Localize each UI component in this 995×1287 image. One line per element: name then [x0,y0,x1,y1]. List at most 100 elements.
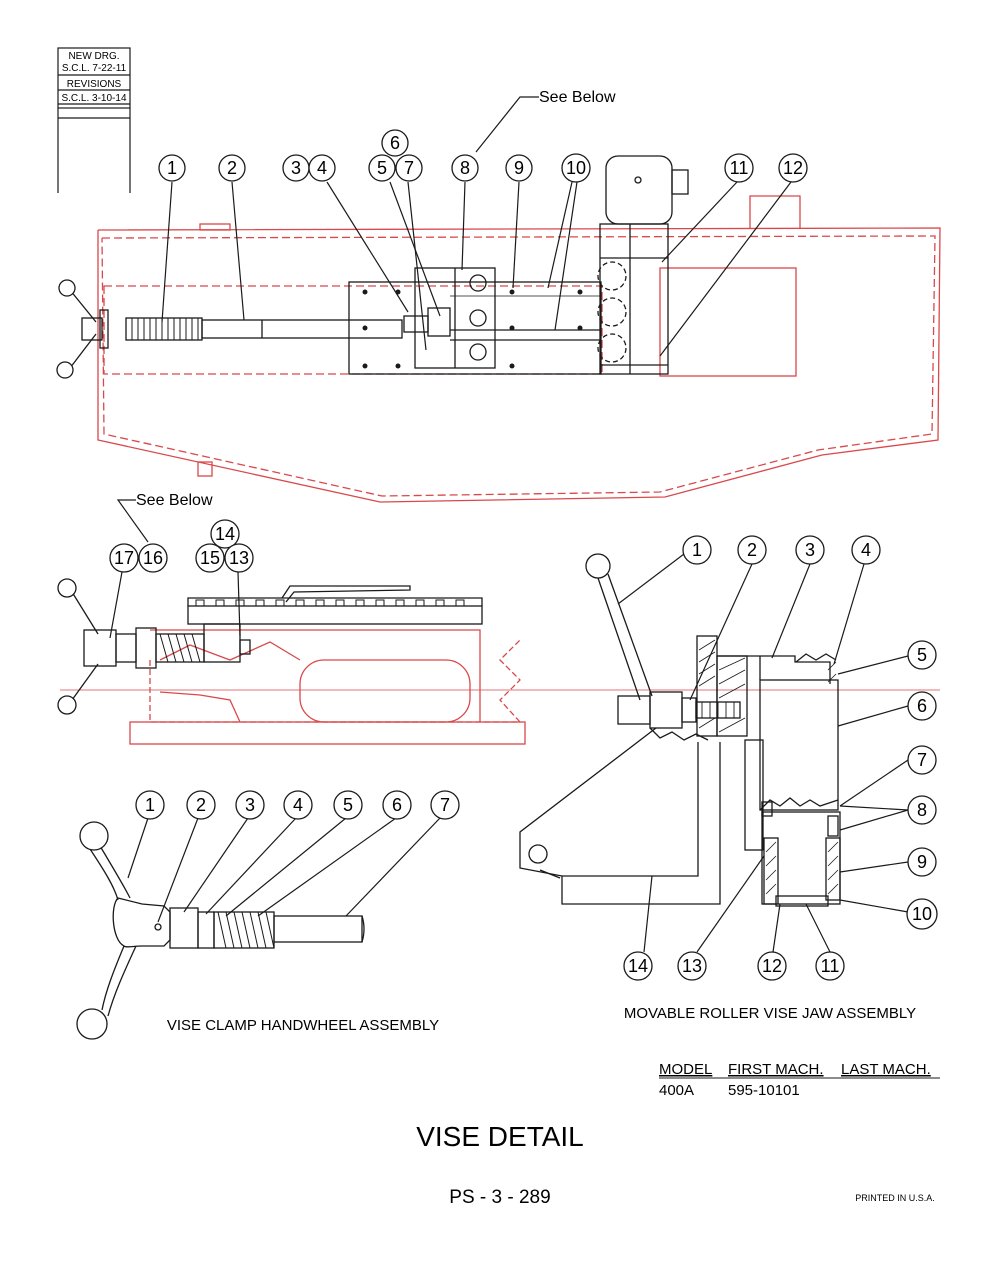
svg-text:7: 7 [404,158,414,178]
svg-text:3: 3 [245,795,255,815]
svg-text:4: 4 [317,158,327,178]
top-callout-11: 11 [724,153,754,183]
wheel-callout-5: 5 [333,790,363,820]
top-view-leaders [161,96,792,357]
svg-text:6: 6 [917,696,927,716]
roller-jaw-drawing [519,553,841,907]
clamp-callout-17: 17 [109,543,139,573]
svg-text:16: 16 [143,548,163,568]
wheel-callout-1: 1 [135,790,165,820]
top-view-see-below: See Below [539,89,616,106]
top-view-callouts: 1 2 3 4 5 6 7 8 9 10 11 12 [158,129,808,183]
wheel-callout-2: 2 [186,790,216,820]
revision-row-3: REVISIONS [67,79,122,90]
jaw-callout-6: 6 [907,691,937,721]
jaw-callout-11: 11 [815,951,845,981]
jaw-callout-14: 14 [623,951,653,981]
jaw-callout-12: 12 [757,951,787,981]
roller-jaw-callouts: 1 2 3 4 5 6 7 8 9 10 11 12 13 14 [623,535,938,981]
revision-row-2: S.C.L. 7-22-11 [62,63,127,74]
clamp-callout-15: 15 [195,543,225,573]
svg-text:13: 13 [682,956,702,976]
revision-block [57,47,131,193]
top-callout-3: 3 [282,154,310,182]
top-callout-4: 4 [308,154,336,182]
jaw-callout-3: 3 [795,535,825,565]
svg-text:17: 17 [114,548,134,568]
roller-jaw-caption: MOVABLE ROLLER VISE JAW ASSEMBLY [624,1005,916,1022]
jaw-callout-8: 8 [907,795,937,825]
top-callout-6: 6 [381,129,409,157]
top-callout-10: 10 [561,153,591,183]
svg-text:15: 15 [200,548,220,568]
wheel-callout-6: 6 [382,790,412,820]
wheel-callout-7: 7 [430,790,460,820]
top-callout-1: 1 [158,154,186,182]
top-callout-12: 12 [778,153,808,183]
handwheel-leaders [127,817,441,923]
top-callout-2: 2 [218,154,246,182]
svg-text:1: 1 [692,540,702,560]
handwheel-drawing [76,821,365,1040]
jaw-callout-13: 13 [677,951,707,981]
handwheel-caption: VISE CLAMP HANDWHEEL ASSEMBLY [167,1017,439,1034]
wheel-callout-3: 3 [235,790,265,820]
model-header: MODEL [659,1061,712,1078]
clamp-view-see-below: See Below [136,492,213,509]
clamp-callout-16: 16 [138,543,168,573]
clamp-view-components [57,578,483,715]
svg-text:9: 9 [917,852,927,872]
svg-text:13: 13 [229,548,249,568]
revision-row-4: S.C.L. 3-10-14 [61,93,126,104]
top-view-frame [97,195,941,503]
page-number: PS - 3 - 289 [449,1187,550,1208]
last-mach-header: LAST MACH. [841,1061,931,1078]
page-title: VISE DETAIL [416,1121,584,1152]
jaw-callout-5: 5 [907,640,937,670]
svg-text:5: 5 [377,158,387,178]
svg-text:12: 12 [762,956,782,976]
clamp-callout-14: 14 [210,519,240,549]
printed-in-usa: PRINTED IN U.S.A. [855,1193,935,1203]
svg-text:9: 9 [514,158,524,178]
svg-text:10: 10 [912,904,932,924]
svg-text:4: 4 [861,540,871,560]
svg-text:5: 5 [343,795,353,815]
svg-text:5: 5 [917,645,927,665]
svg-text:3: 3 [805,540,815,560]
model-value: 400A [659,1082,694,1099]
wheel-callout-4: 4 [283,790,313,820]
svg-text:2: 2 [227,158,237,178]
svg-text:11: 11 [821,956,840,976]
first-mach-header: FIRST MACH. [728,1061,824,1078]
top-callout-5: 5 [368,154,396,182]
svg-text:6: 6 [392,795,402,815]
svg-text:2: 2 [196,795,206,815]
svg-text:8: 8 [917,800,927,820]
top-callout-8: 8 [451,154,479,182]
clamp-callout-13: 13 [224,543,254,573]
jaw-callout-10: 10 [906,898,938,930]
svg-text:14: 14 [628,956,648,976]
svg-text:3: 3 [291,158,301,178]
jaw-callout-9: 9 [907,847,937,877]
model-table: MODEL FIRST MACH. LAST MACH. 400A 595-10… [659,1061,940,1099]
svg-text:12: 12 [783,158,803,178]
svg-text:2: 2 [747,540,757,560]
svg-text:7: 7 [440,795,450,815]
svg-text:6: 6 [390,133,400,153]
jaw-callout-2: 2 [737,535,767,565]
handwheel-callouts: 1 2 3 4 5 6 7 [135,790,460,820]
jaw-callout-4: 4 [851,535,881,565]
first-mach-value: 595-10101 [728,1082,800,1099]
svg-text:14: 14 [215,524,235,544]
top-callout-9: 9 [505,154,533,182]
clamp-view-callouts: 14 15 13 17 16 [109,519,254,573]
revision-row-1: NEW DRG. [68,51,119,62]
svg-text:1: 1 [167,158,177,178]
top-callout-7: 7 [395,154,423,182]
clamp-view-leaders [109,499,241,639]
svg-text:10: 10 [566,158,586,178]
